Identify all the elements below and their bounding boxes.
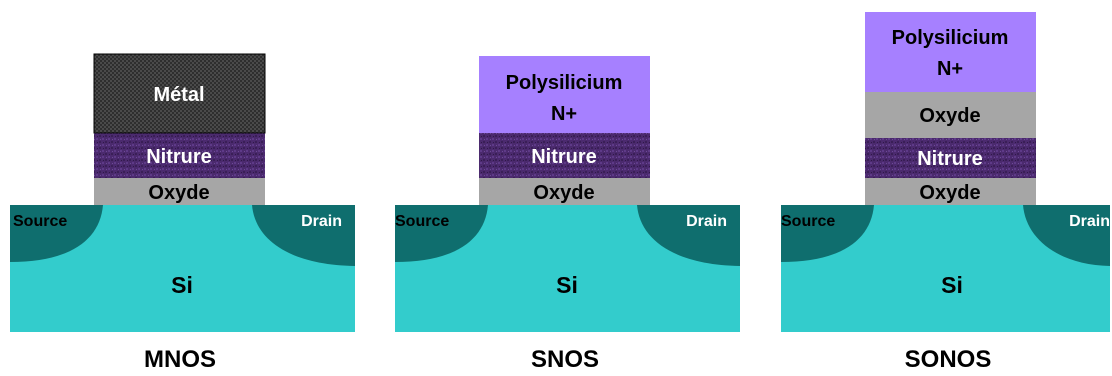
- caption-sonos: SONOS: [905, 346, 992, 373]
- oxide-label-top: Oxyde: [919, 105, 980, 127]
- nitride-label: Nitrure: [531, 146, 597, 168]
- oxide-label-bottom: Oxyde: [919, 182, 980, 204]
- drain-label: Drain: [1069, 213, 1110, 230]
- nitride-label: Nitrure: [146, 146, 212, 168]
- substrate-label: Si: [171, 272, 193, 298]
- polysilicon-label-line2: N+: [551, 103, 577, 125]
- polysilicon-gate-layer: [479, 56, 650, 133]
- metal-label: Métal: [153, 84, 204, 106]
- oxide-label: Oxyde: [533, 182, 594, 204]
- oxide-label: Oxyde: [148, 182, 209, 204]
- substrate-label: Si: [941, 272, 963, 298]
- source-label: Source: [13, 213, 67, 230]
- snos-structure: Source Drain Si Oxyde Nitrure Polysilici…: [395, 56, 740, 373]
- caption-mnos: MNOS: [144, 346, 216, 373]
- source-label: Source: [395, 213, 449, 230]
- drain-label: Drain: [301, 213, 342, 230]
- oxide-layer-top: [865, 92, 1036, 138]
- nitride-label: Nitrure: [917, 148, 983, 170]
- caption-snos: SNOS: [531, 346, 599, 373]
- source-region: [781, 205, 874, 262]
- source-label: Source: [781, 213, 835, 230]
- mnos-structure: Source Drain Si Oxyde Nitrure Métal MNOS: [10, 53, 355, 373]
- drain-region: [252, 205, 355, 266]
- source-region: [395, 205, 488, 262]
- polysilicon-label-line1: Polysilicium: [506, 72, 623, 94]
- drain-region: [637, 205, 740, 266]
- drain-label: Drain: [686, 213, 727, 230]
- metal-gate-layer: [93, 53, 266, 134]
- nitride-layer: [94, 133, 265, 178]
- nitride-layer: [865, 138, 1036, 178]
- nitride-layer: [479, 133, 650, 178]
- oxide-layer: [94, 178, 265, 205]
- substrate-label: Si: [556, 272, 578, 298]
- polysilicon-label-line2: N+: [937, 58, 963, 80]
- source-region: [10, 205, 103, 262]
- oxide-layer: [479, 178, 650, 205]
- sonos-structure: Source Drain Si Oxyde Nitrure Oxyde Poly…: [781, 12, 1110, 373]
- drain-region: [1023, 205, 1110, 266]
- polysilicon-label-line1: Polysilicium: [892, 27, 1009, 49]
- oxide-layer-bottom: [865, 178, 1036, 205]
- polysilicon-gate-layer: [865, 12, 1036, 92]
